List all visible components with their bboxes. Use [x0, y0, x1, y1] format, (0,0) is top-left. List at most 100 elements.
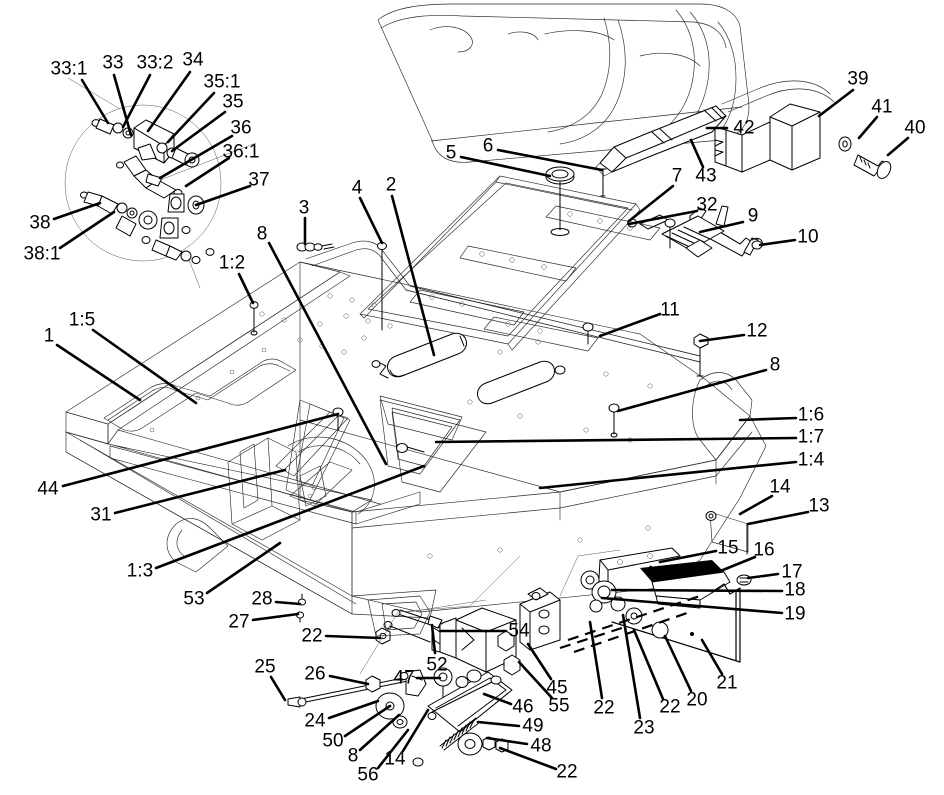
- leader-line-46: [482, 692, 513, 706]
- callout-label-1-7: 1:7: [797, 426, 825, 448]
- leader-line-1-3: [154, 464, 426, 570]
- cylinder-2: [371, 332, 467, 379]
- leader-line-52: [430, 623, 437, 655]
- callout-label-14: 14: [769, 476, 791, 498]
- bolt-40: [853, 154, 892, 179]
- plate-fastener-a: [396, 443, 425, 453]
- callout-label-22: 22: [593, 697, 615, 719]
- bolt-on-plate: [664, 218, 676, 249]
- callout-label-53: 53: [183, 588, 205, 610]
- leader-line-16: [716, 555, 757, 574]
- leader-line-41: [857, 115, 879, 140]
- leader-line-1: [55, 343, 142, 402]
- callout-label-27: 27: [228, 611, 250, 633]
- leader-line-1-5: [91, 328, 198, 405]
- leader-line-31: [113, 468, 287, 515]
- leader-line-19: [600, 596, 784, 615]
- leader-line-23: [621, 613, 642, 720]
- callout-label-31: 31: [90, 504, 112, 526]
- leader-line-1-7: [434, 436, 798, 444]
- callout-label-52: 52: [426, 654, 448, 676]
- seat-outline: [377, 3, 750, 163]
- fastener-11: [582, 322, 594, 345]
- bracket-39-assembly: [714, 103, 892, 179]
- leader-line-11: [598, 312, 662, 338]
- callout-label-46: 46: [512, 696, 534, 718]
- callout-label-25: 25: [254, 656, 276, 678]
- leader-line-17: [746, 572, 780, 580]
- callout-label-43: 43: [695, 165, 717, 187]
- leader-line-8: [358, 713, 401, 752]
- leader-line-37: [194, 184, 252, 207]
- leader-line-22: [498, 746, 558, 771]
- callout-label-22: 22: [301, 625, 323, 647]
- leader-line-36: [158, 134, 234, 180]
- callout-label-1: 1: [43, 325, 55, 347]
- callout-label-49: 49: [522, 715, 544, 737]
- callout-label-33-2: 33:2: [136, 52, 174, 74]
- leader-line-48: [485, 736, 529, 746]
- callout-label-32: 32: [696, 194, 718, 216]
- leader-line-20: [663, 634, 693, 693]
- callout-label-37: 37: [248, 169, 270, 191]
- callout-label-33-1: 33:1: [50, 58, 88, 80]
- leader-line-14: [401, 708, 430, 753]
- callout-label-14: 14: [384, 748, 406, 770]
- callout-label-34: 34: [182, 49, 204, 71]
- callout-label-18: 18: [784, 579, 806, 601]
- callout-label-1-2: 1:2: [218, 252, 246, 274]
- callout-label-3: 3: [298, 197, 310, 219]
- leader-line-5: [459, 155, 552, 178]
- leader-line-44: [61, 412, 340, 488]
- callout-label-23: 23: [633, 717, 655, 739]
- fastener-8-right: [608, 403, 620, 438]
- callout-label-6: 6: [482, 135, 494, 157]
- callout-label-26: 26: [304, 663, 326, 685]
- callout-label-47: 47: [393, 667, 415, 689]
- leader-line-40: [886, 136, 910, 157]
- callout-label-56: 56: [357, 764, 379, 786]
- callout-label-11: 11: [660, 299, 680, 321]
- leader-line-13: [746, 510, 810, 526]
- leader-line-32: [627, 209, 699, 226]
- leader-line-43: [689, 138, 705, 169]
- callout-label-8: 8: [347, 745, 359, 767]
- leader-line-1-2: [237, 272, 255, 305]
- leader-line-35-1: [166, 91, 216, 144]
- leader-line-36-1: [184, 156, 231, 188]
- callout-label-5: 5: [445, 142, 457, 164]
- leader-line-49: [476, 720, 521, 728]
- callout-label-19: 19: [784, 603, 806, 625]
- leader-line-38-1: [58, 210, 116, 250]
- callout-label-41: 41: [871, 96, 893, 118]
- leader-line-10: [758, 238, 797, 247]
- leader-line-33-2: [121, 73, 152, 129]
- leader-line-22: [324, 634, 382, 640]
- pin-6: [599, 168, 607, 197]
- leader-line-4: [358, 196, 384, 245]
- callout-label-20: 20: [686, 689, 708, 711]
- callout-label-38-1: 38:1: [23, 243, 61, 265]
- leader-line-33: [112, 73, 133, 137]
- detail-row-2: [116, 155, 205, 215]
- main-chassis-1: [65, 240, 767, 619]
- callout-label-36: 36: [230, 117, 252, 139]
- leader-line-7: [627, 184, 675, 223]
- leader-line-35: [170, 110, 227, 153]
- callout-label-7: 7: [671, 165, 683, 187]
- seat-damper-assembly: [595, 80, 835, 177]
- callout-label-15: 15: [717, 537, 739, 559]
- callout-label-35: 35: [222, 91, 244, 113]
- grommet-5: [545, 166, 575, 236]
- leader-line-45: [526, 642, 553, 681]
- callout-label-22: 22: [659, 696, 681, 718]
- callout-label-1-3: 1:3: [126, 560, 154, 582]
- leader-line-18: [610, 588, 784, 593]
- callout-label-22: 22: [556, 761, 578, 783]
- callout-label-35-1: 35:1: [203, 71, 241, 93]
- leader-line-50: [343, 704, 392, 738]
- leader-line-24: [327, 699, 380, 720]
- leader-line-53: [205, 541, 282, 595]
- leader-line-8: [267, 241, 388, 466]
- callout-label-21: 21: [716, 672, 738, 694]
